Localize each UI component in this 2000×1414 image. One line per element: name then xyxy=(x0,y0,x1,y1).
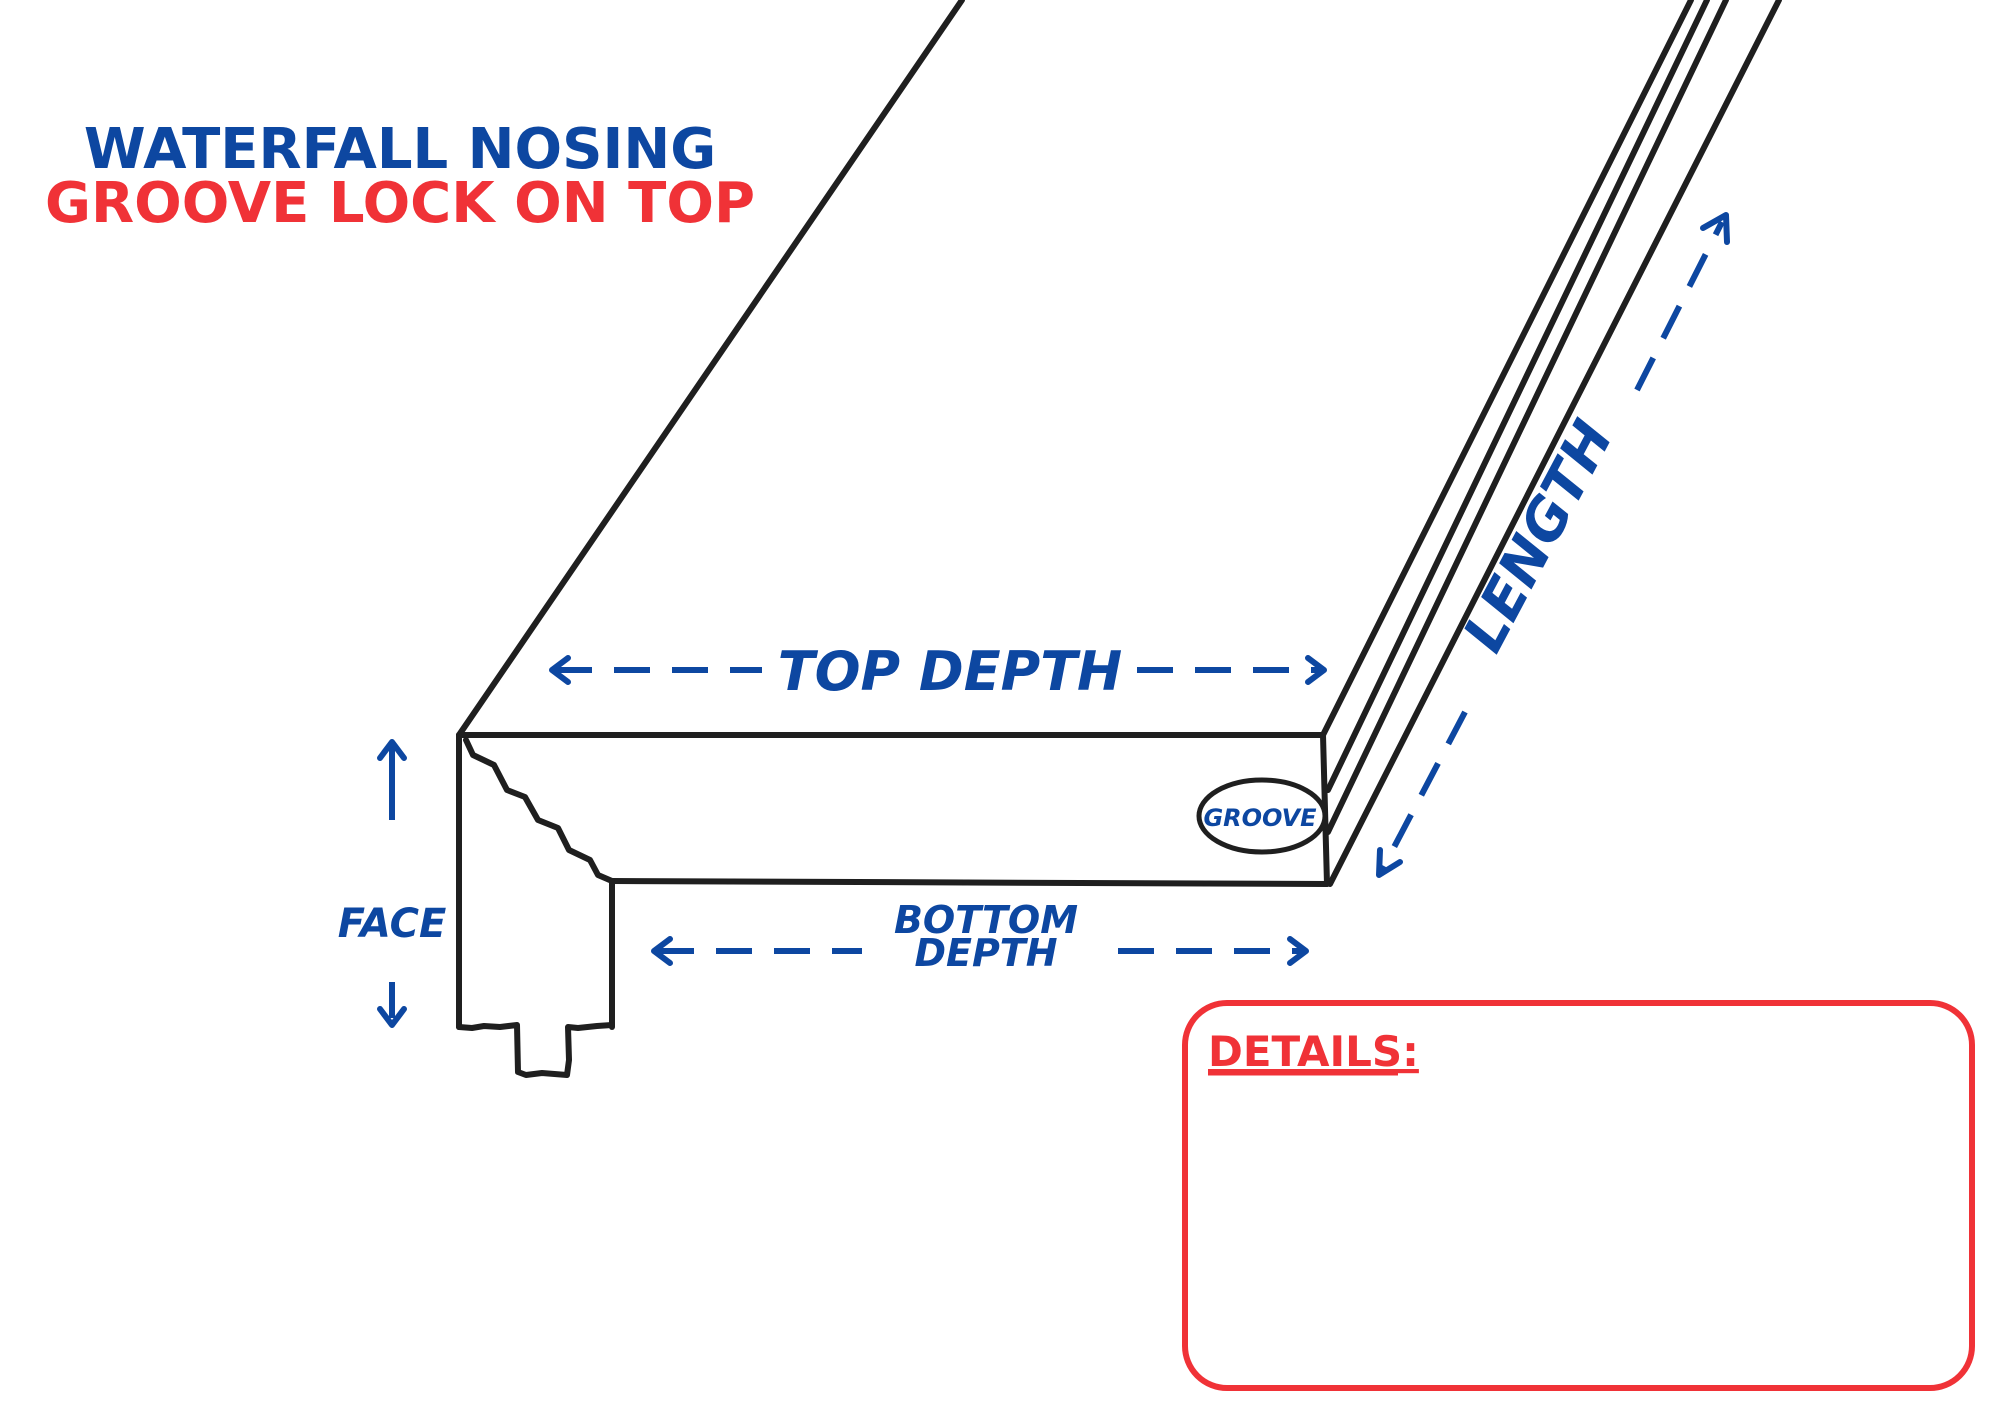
side-line-1 xyxy=(1325,0,1710,793)
bottom-depth-label-line-2: DEPTH xyxy=(914,931,1057,975)
details-panel: DETAILS: xyxy=(1182,1000,1975,1391)
bottom-depth-arrowhead-right xyxy=(1287,936,1309,966)
length-dimension: LENGTH xyxy=(1376,212,1730,878)
title-line-1: WATERFALL NOSING xyxy=(84,117,716,182)
face-label: FACE xyxy=(338,901,447,947)
title-line-2: GROOVE LOCK ON TOP xyxy=(45,171,755,236)
face-arrowhead-bottom xyxy=(377,1006,407,1028)
top-depth-arrowhead-left xyxy=(549,655,571,685)
length-arrowhead-lower xyxy=(1376,847,1403,878)
length-dash-lower xyxy=(1378,710,1468,874)
top-depth-arrowhead-right xyxy=(1305,655,1327,685)
length-label: LENGTH xyxy=(1451,410,1626,662)
details-heading: DETAILS: xyxy=(1208,1027,1419,1076)
nosing-outline xyxy=(456,0,1782,1078)
face-dimension: FACE xyxy=(338,739,447,1028)
face-arrowhead-top xyxy=(377,739,407,761)
bottom-edge xyxy=(609,878,1330,887)
length-dash-upper xyxy=(1634,220,1725,392)
miter-joint xyxy=(463,737,615,884)
plank-right-edge xyxy=(1320,0,1694,738)
side-line-2 xyxy=(1325,0,1729,835)
details-box[interactable] xyxy=(1182,1000,1975,1391)
bottom-depth-arrowhead-left xyxy=(651,936,673,966)
top-depth-label: TOP DEPTH xyxy=(778,640,1122,703)
bottom-depth-label-line-1: BOTTOM xyxy=(894,898,1078,942)
length-arrowhead-upper xyxy=(1700,212,1730,245)
plank-left-edge xyxy=(456,0,965,738)
groove-ellipse xyxy=(1196,777,1328,855)
bottom-depth-dimension: BOTTOM DEPTH xyxy=(651,898,1309,975)
top-depth-dimension: TOP DEPTH xyxy=(549,640,1327,703)
groove-label: GROOVE xyxy=(1203,804,1317,832)
tongue-profile xyxy=(456,1022,615,1078)
side-line-3 xyxy=(1327,0,1782,887)
